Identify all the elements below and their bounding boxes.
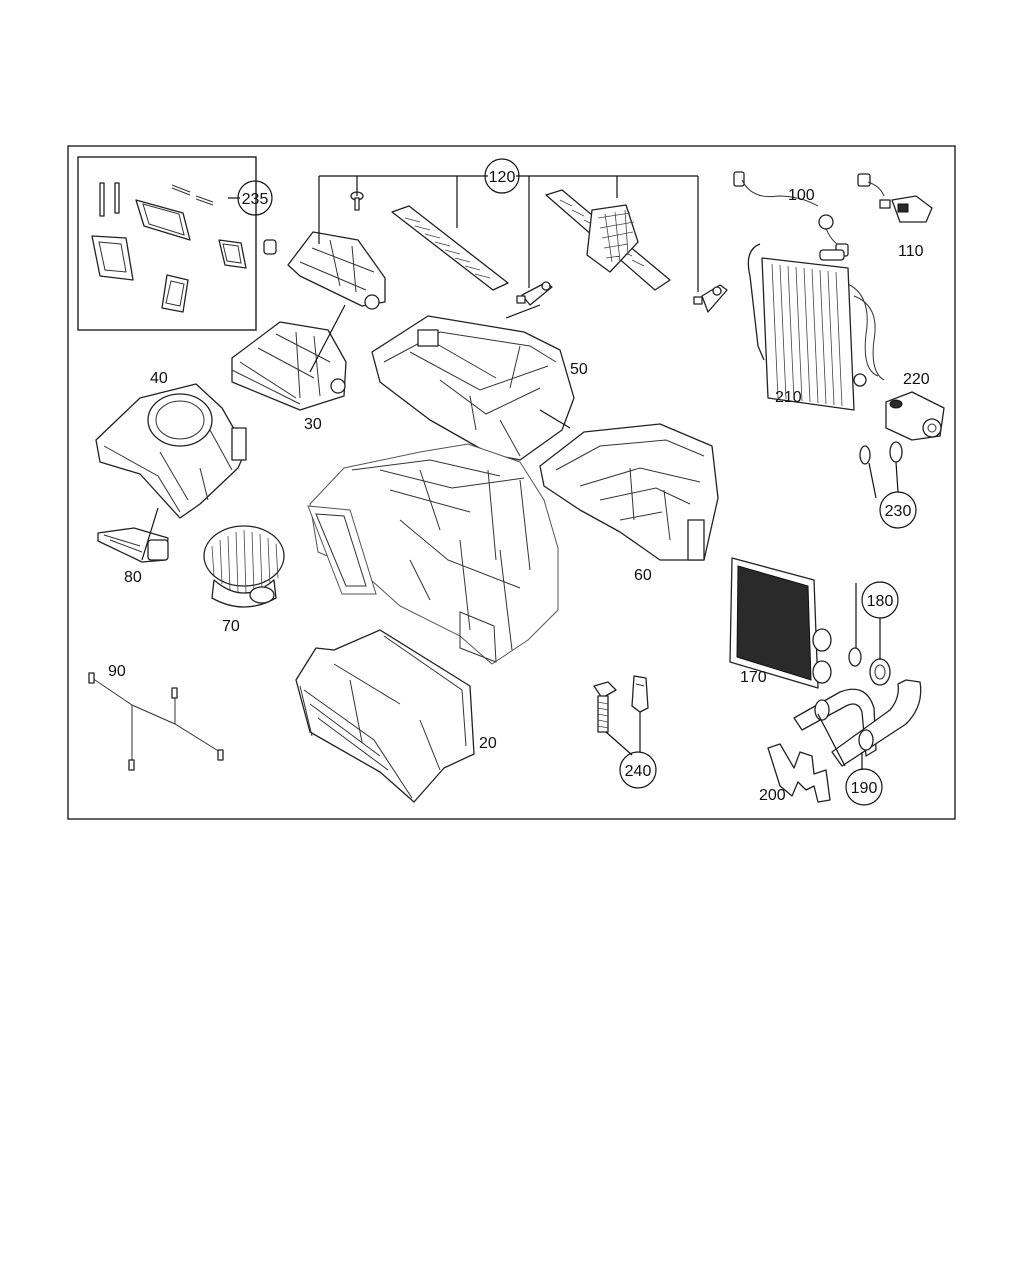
label-30: 30: [304, 416, 322, 433]
lever-left-part-120: [516, 281, 553, 306]
label-60: 60: [634, 567, 652, 584]
label-100: 100: [788, 187, 815, 204]
part-labels: 120 235 100 110 50 40 30 210 220 230 60 …: [108, 169, 930, 804]
clip-part-200: [767, 743, 831, 803]
callout-circle-230: [879, 491, 917, 529]
fasteners-part-240: [593, 675, 649, 733]
callout-circle-190: [845, 768, 883, 806]
label-210: 210: [775, 389, 802, 406]
label-80: 80: [124, 569, 142, 586]
diagram-frame: [67, 145, 956, 820]
evaporator-part-210: [747, 243, 885, 411]
callout-circle-240: [619, 751, 657, 789]
heater-core-part-170: [729, 557, 832, 689]
label-220: 220: [903, 371, 930, 388]
label-110: 110: [898, 243, 924, 260]
callout-circle-120: [484, 158, 520, 194]
label-120: 120: [489, 169, 516, 186]
callout-circles: [237, 158, 917, 806]
o-rings-part-230: [859, 441, 903, 465]
callout-circle-235: [237, 180, 273, 216]
wiring-harness-part-90: [88, 672, 224, 771]
blower-case-part-30: [231, 321, 347, 411]
leader-lines: [141, 175, 899, 770]
actuator-part-80: [97, 527, 169, 563]
label-170: 170: [740, 669, 767, 686]
hvac-main-unit: [307, 443, 559, 665]
seal-kit-parts: [91, 182, 247, 313]
hoses-part-190: [793, 679, 922, 767]
label-230: 230: [885, 503, 912, 520]
blower-motor-part-70: [203, 525, 285, 608]
label-70: 70: [222, 618, 240, 635]
seal-kit-inset-box: [77, 156, 257, 331]
label-235: 235: [242, 191, 269, 208]
label-40: 40: [150, 370, 168, 387]
label-180: 180: [867, 593, 894, 610]
lower-case-part-60: [539, 423, 719, 561]
cover-part-120: [263, 231, 386, 310]
seal-strip-part-120: [391, 205, 509, 291]
door-assembly-part-120: [545, 189, 671, 291]
expansion-valve-part-220: [885, 391, 945, 441]
seal-part-180: [848, 647, 891, 686]
label-50: 50: [570, 361, 588, 378]
label-90: 90: [108, 663, 126, 680]
label-20: 20: [479, 735, 497, 752]
upper-case-part-50: [371, 315, 575, 461]
lower-housing-part-20: [295, 629, 475, 803]
label-240: 240: [625, 763, 652, 780]
switch-part-110: [857, 173, 933, 223]
blower-housing-part-40: [95, 383, 247, 519]
sensor-wire-part-100: [733, 171, 849, 257]
label-200: 200: [759, 787, 786, 804]
label-190: 190: [851, 780, 878, 797]
callout-circle-180: [861, 581, 899, 619]
lever-right-part-120: [693, 284, 728, 313]
